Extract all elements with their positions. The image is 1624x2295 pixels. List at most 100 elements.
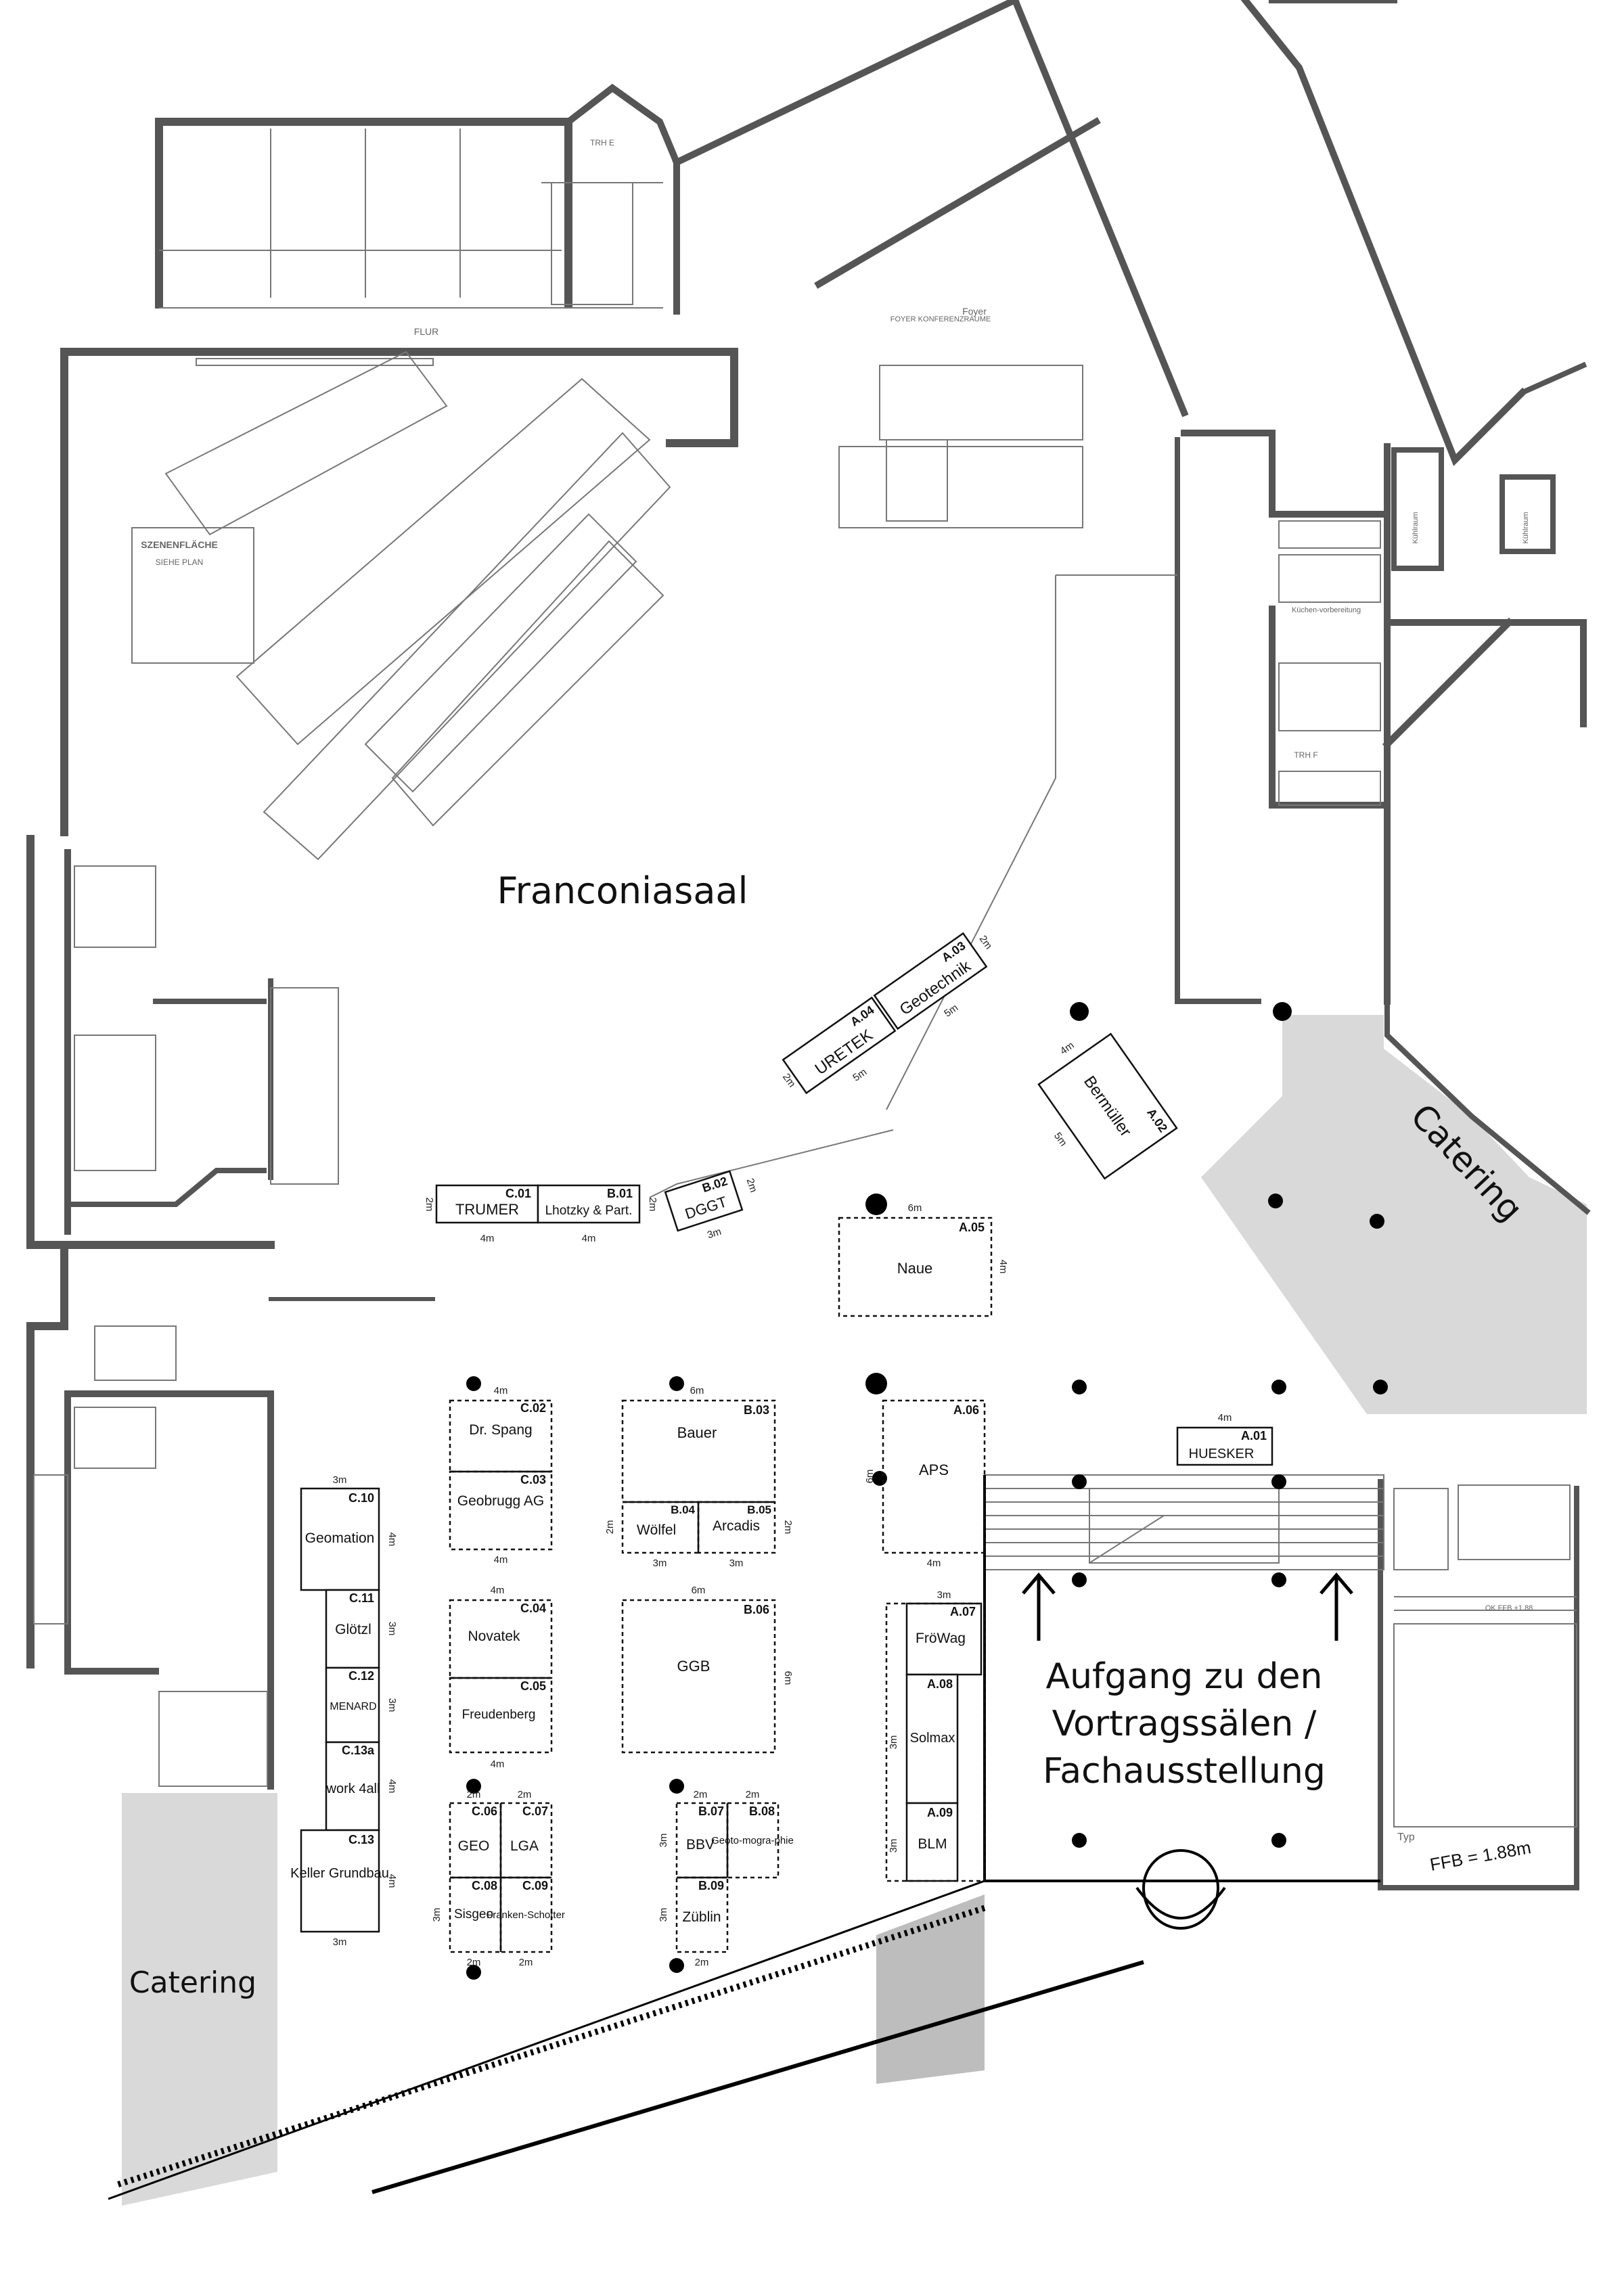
svg-text:TRUMER: TRUMER xyxy=(455,1201,519,1218)
svg-text:Franken-Schotter: Franken-Schotter xyxy=(487,1909,565,1921)
svg-text:B.01: B.01 xyxy=(607,1187,633,1200)
entry-arc xyxy=(1142,1849,1220,1930)
booth-c09[interactable]: C.09 Franken-Schotter 2m xyxy=(487,1876,565,1968)
svg-text:3m: 3m xyxy=(333,1936,347,1948)
booth-b05[interactable]: B.05 Arcadis 3m 2m xyxy=(697,1501,794,1569)
svg-text:Lhotzky & Part.: Lhotzky & Part. xyxy=(545,1204,633,1218)
svg-text:3m: 3m xyxy=(888,1839,899,1853)
booth-b01[interactable]: B.01 Lhotzky & Part. 4m 2m xyxy=(537,1184,658,1244)
booth-a09[interactable]: A.09 BLM 3m xyxy=(888,1802,959,1882)
svg-text:C.07: C.07 xyxy=(522,1804,548,1818)
svg-text:6m: 6m xyxy=(864,1470,876,1484)
svg-text:Glötzl: Glötzl xyxy=(335,1622,371,1637)
building-walls xyxy=(26,0,1591,1890)
booth-a02[interactable]: A.02 Bermüller 5m 4m xyxy=(1012,1018,1178,1189)
svg-text:3m: 3m xyxy=(658,1834,669,1848)
svg-text:C.06: C.06 xyxy=(472,1804,497,1818)
booth-c03[interactable]: C.03 Geobrugg AG 4m xyxy=(449,1470,553,1566)
booth-c06[interactable]: C.06 GEO 2m xyxy=(449,1789,502,1879)
svg-text:B.03: B.03 xyxy=(744,1403,769,1417)
svg-text:2m: 2m xyxy=(694,1789,708,1800)
booth-b06[interactable]: B.06 GGB 6m 6m xyxy=(621,1585,794,1754)
svg-text:4m: 4m xyxy=(386,1874,398,1888)
svg-text:5m: 5m xyxy=(942,1002,960,1020)
room-label-kuehlraum-2: Kühlraum xyxy=(1522,512,1530,543)
structural-columns xyxy=(466,1002,1388,1980)
booth-a05[interactable]: A.05 Naue 6m 4m xyxy=(838,1202,1009,1317)
booth-b08[interactable]: B.08 Geoto-mogra-phie 2m xyxy=(711,1789,794,1879)
booth-c13a[interactable]: C.13a work 4all 4m xyxy=(325,1741,398,1832)
svg-text:Geobrugg AG: Geobrugg AG xyxy=(457,1493,544,1509)
svg-text:4m: 4m xyxy=(386,1779,398,1794)
svg-text:FröWag: FröWag xyxy=(916,1631,966,1646)
booth-c11[interactable]: C.11 Glötzl 3m xyxy=(325,1589,398,1669)
booth-c02[interactable]: C.02 Dr. Spang 4m xyxy=(449,1385,553,1473)
svg-text:4m: 4m xyxy=(927,1558,941,1569)
svg-text:Solmax: Solmax xyxy=(910,1731,955,1746)
svg-text:3m: 3m xyxy=(333,1474,347,1486)
svg-text:3m: 3m xyxy=(937,1589,951,1601)
svg-text:6m: 6m xyxy=(908,1202,922,1214)
room-label-typ: Typ xyxy=(1397,1832,1415,1843)
booth-c13[interactable]: C.13 Keller Grundbau 3m 4m xyxy=(290,1829,398,1948)
svg-text:Naue: Naue xyxy=(897,1260,933,1277)
svg-text:2m: 2m xyxy=(467,1789,481,1800)
svg-text:MENARD: MENARD xyxy=(330,1701,376,1712)
room-label-foyer-konferenz: FOYER KONFERENZRÄUME xyxy=(890,315,991,323)
booth-c08[interactable]: C.08 Sisgeo 2m 3m xyxy=(431,1876,551,1968)
booth-a06[interactable]: A.06 APS 4m 6m xyxy=(864,1399,986,1569)
svg-text:C.01: C.01 xyxy=(505,1187,531,1200)
booth-a01[interactable]: A.01 HUESKER 4m xyxy=(1176,1412,1273,1466)
booth-c04[interactable]: C.04 Novatek 4m xyxy=(449,1585,553,1679)
room-label-trh-e: TRH E xyxy=(590,138,614,147)
catering-area-right xyxy=(1201,1015,1587,1414)
room-label-flur: FLUR xyxy=(414,326,439,337)
svg-text:2m: 2m xyxy=(647,1198,658,1212)
svg-text:3m: 3m xyxy=(729,1558,744,1569)
svg-text:B.06: B.06 xyxy=(744,1603,769,1616)
booth-c01[interactable]: C.01 TRUMER 4m 2m xyxy=(424,1184,539,1244)
main-hall-label: Franconiasaal xyxy=(497,869,748,912)
stair-label-line3: Fachausstellung xyxy=(1043,1751,1326,1792)
svg-text:4m: 4m xyxy=(1058,1039,1077,1057)
svg-text:A.01: A.01 xyxy=(1241,1429,1267,1442)
svg-text:C.02: C.02 xyxy=(520,1401,546,1415)
svg-text:Bauer: Bauer xyxy=(677,1424,717,1441)
svg-text:B.04: B.04 xyxy=(671,1503,695,1516)
svg-text:A.09: A.09 xyxy=(927,1806,953,1819)
booth-b02[interactable]: B.02 DGGT 3m 2m xyxy=(664,1164,769,1250)
svg-text:2m: 2m xyxy=(424,1198,435,1212)
svg-text:6m: 6m xyxy=(692,1585,706,1596)
svg-text:A.08: A.08 xyxy=(927,1677,953,1691)
booth-b03[interactable]: B.03 Bauer 6m xyxy=(621,1385,776,1503)
svg-text:Dr. Spang: Dr. Spang xyxy=(469,1422,532,1438)
up-arrow-right-icon xyxy=(1320,1572,1353,1641)
booth-a03[interactable]: A.03 Geotechnik 5m 2m xyxy=(873,922,1014,1046)
booth-a08[interactable]: A.08 Solmax 3m xyxy=(888,1673,959,1804)
booth-c12[interactable]: C.12 MENARD 3m xyxy=(325,1666,398,1744)
booth-b07[interactable]: B.07 BBV 2m 3m xyxy=(658,1789,729,1879)
svg-text:B.09: B.09 xyxy=(698,1879,724,1892)
booth-a07[interactable]: A.07 FröWag 3m xyxy=(905,1589,983,1676)
catering-label-left: Catering xyxy=(129,1965,256,2000)
booth-b09[interactable]: B.09 Züblin 2m 3m xyxy=(658,1876,729,1968)
svg-text:6m: 6m xyxy=(690,1385,704,1396)
booth-c07[interactable]: C.07 LGA 2m xyxy=(499,1789,553,1879)
svg-text:C.13a: C.13a xyxy=(342,1744,375,1757)
svg-text:5m: 5m xyxy=(1052,1131,1069,1149)
svg-text:4m: 4m xyxy=(491,1758,505,1770)
ramp-stairs-shaded xyxy=(876,1894,985,2084)
svg-text:Freudenberg: Freudenberg xyxy=(462,1708,536,1722)
booth-c10[interactable]: C.10 Geomation 3m 4m xyxy=(300,1474,398,1591)
svg-text:Novatek: Novatek xyxy=(468,1629,520,1644)
svg-text:C.05: C.05 xyxy=(520,1679,546,1693)
booth-a04[interactable]: A.04 URETEK 5m 2m xyxy=(773,996,907,1118)
svg-text:B.08: B.08 xyxy=(749,1804,775,1818)
svg-text:4m: 4m xyxy=(494,1554,508,1566)
svg-text:3m: 3m xyxy=(386,1698,398,1712)
svg-text:4m: 4m xyxy=(1218,1412,1232,1424)
catering-area-left xyxy=(122,1793,277,2206)
svg-text:B.05: B.05 xyxy=(747,1503,771,1516)
booth-c05[interactable]: C.05 Freudenberg 4m xyxy=(449,1677,553,1770)
svg-text:2m: 2m xyxy=(744,1177,760,1194)
